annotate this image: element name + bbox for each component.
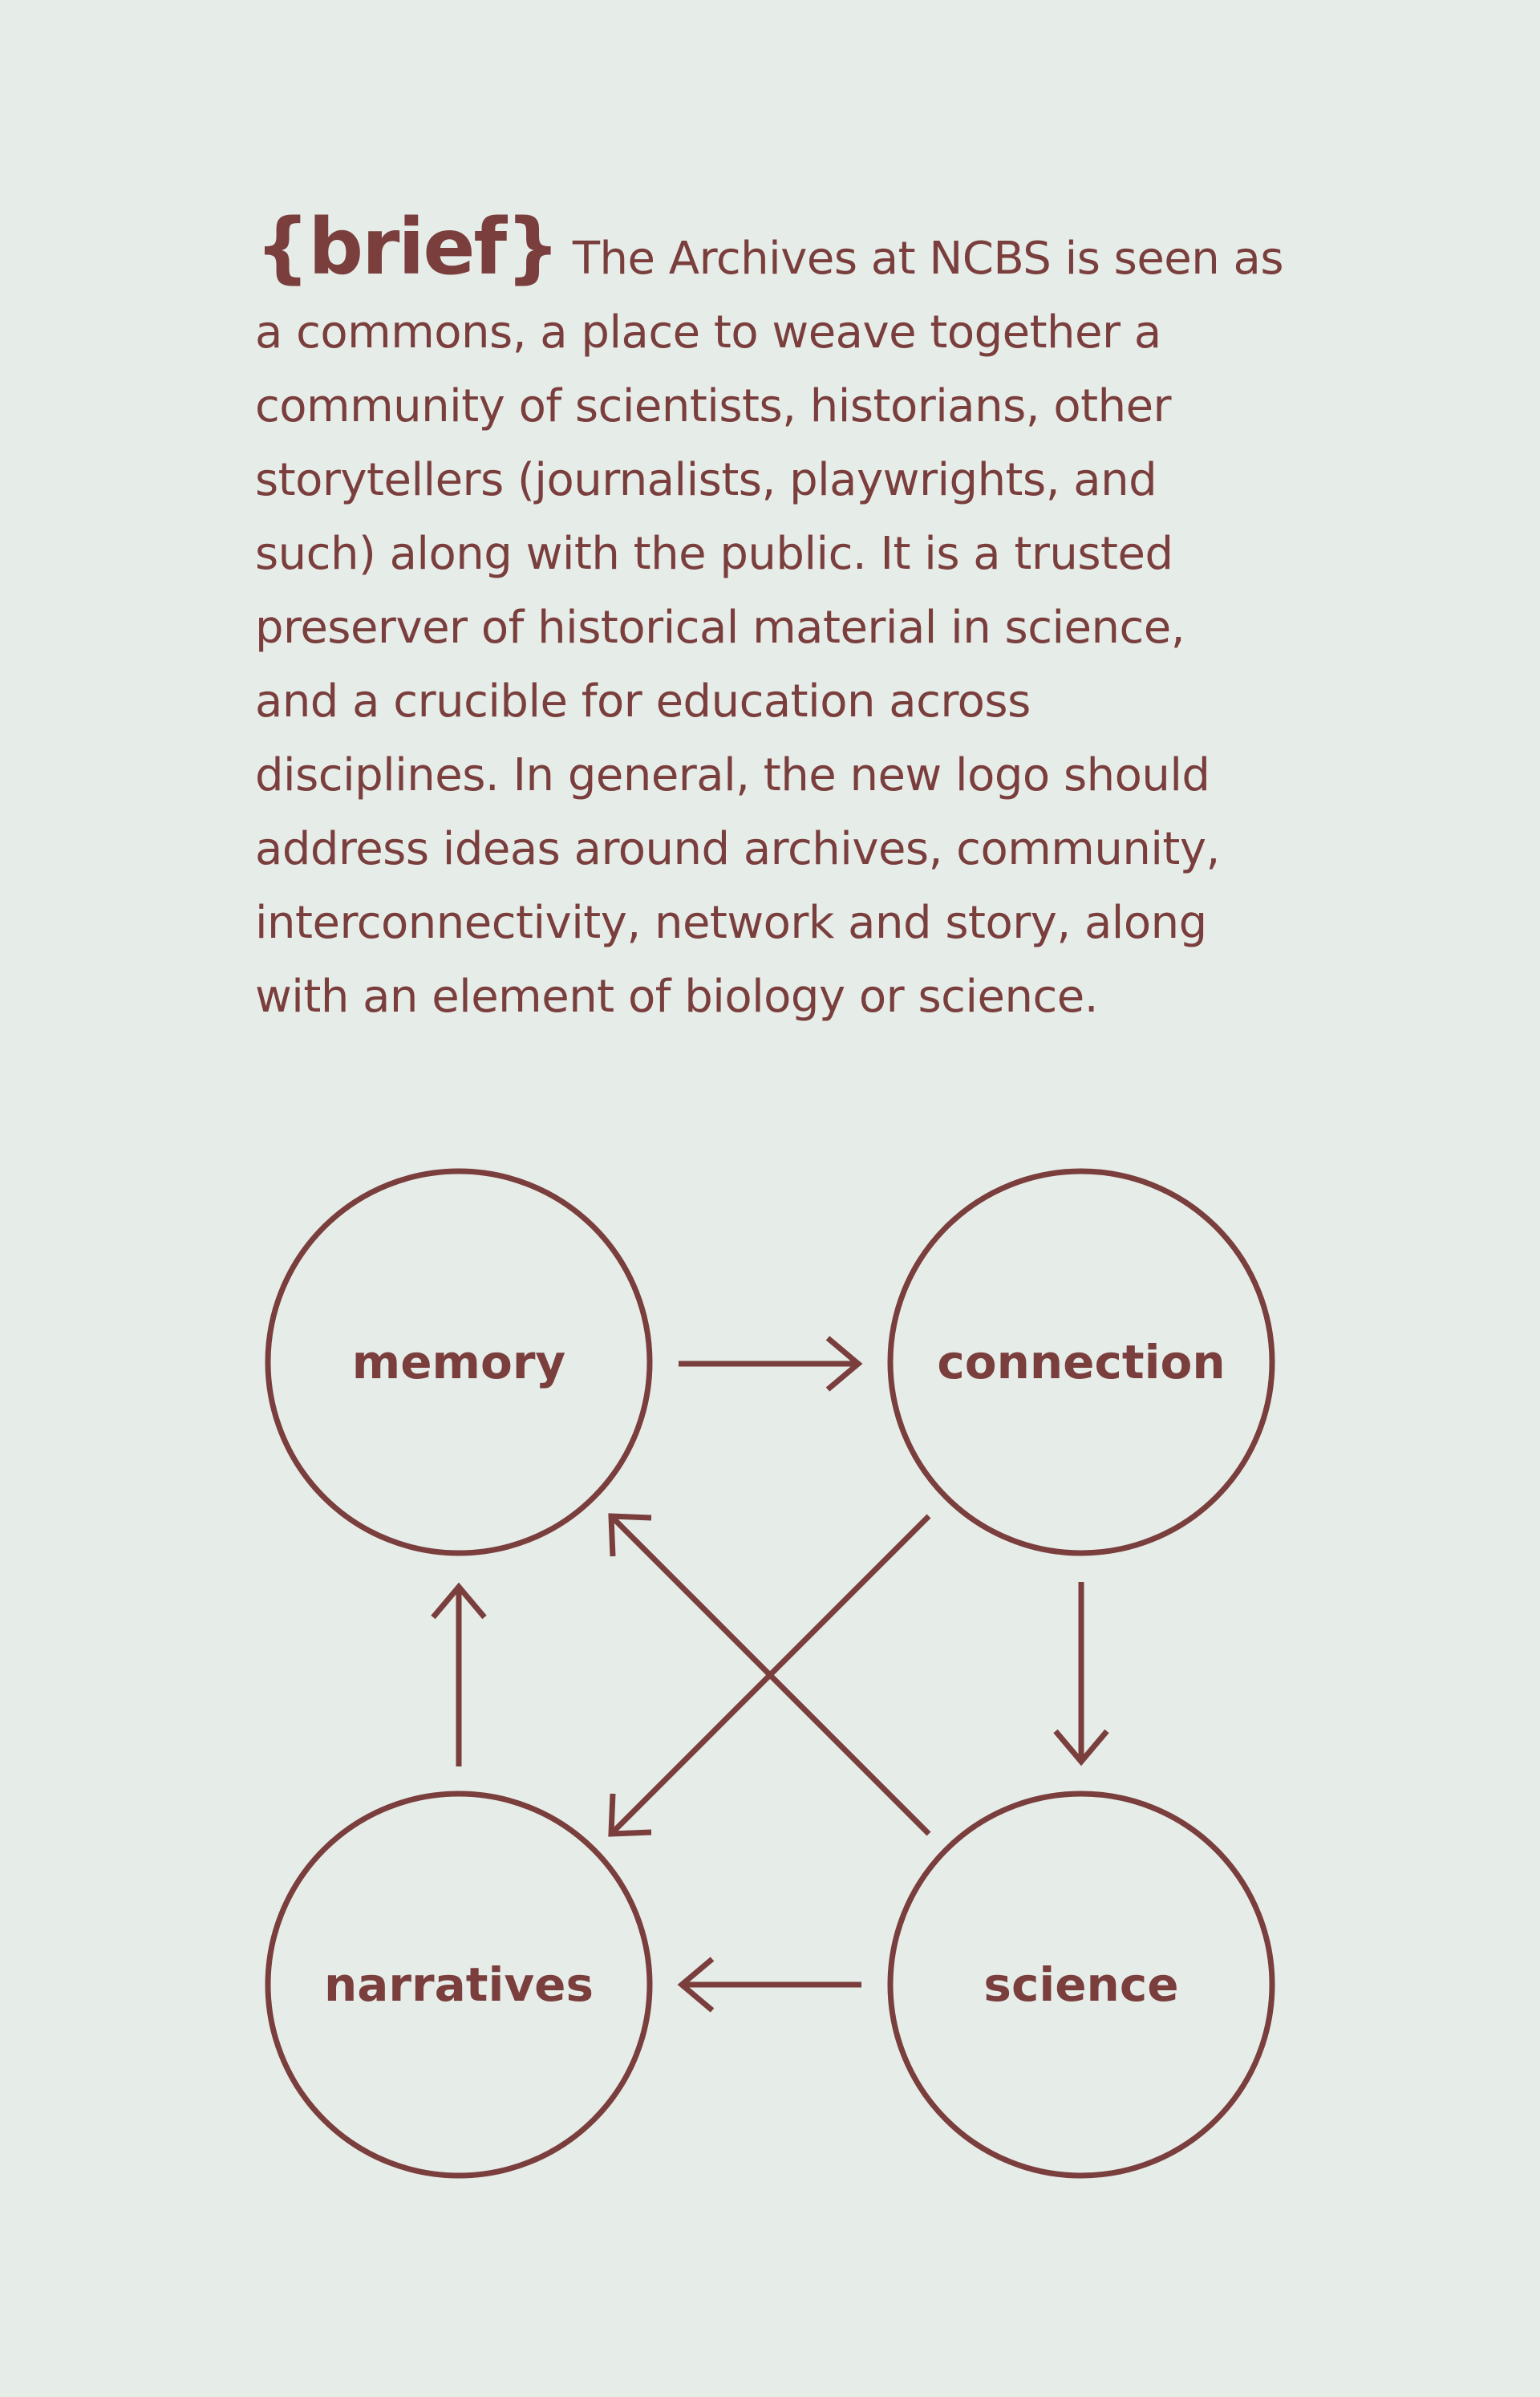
brief-text-line: a commons, a place to weave together a: [255, 306, 1161, 359]
brief-text-line: address ideas around archives, community…: [255, 823, 1220, 875]
arrow-science-to-memory: [608, 1513, 931, 1836]
memory-node-circle: [265, 1168, 653, 1556]
arrow-narratives-to-memory: [431, 1582, 487, 1766]
brief-tag: {brief}: [255, 202, 561, 292]
brief-paragraph: {brief} The Archives at NCBS is seen as …: [255, 209, 1298, 1034]
science-node-circle: [887, 1791, 1275, 2179]
brief-text-line: interconnectivity, network and story, al…: [255, 897, 1207, 949]
narratives-node-circle: [265, 1791, 653, 2179]
arrow-memory-to-connection: [679, 1336, 863, 1392]
brief-text-line: such) along with the public. It is a tru…: [255, 528, 1173, 580]
brief-text-line: disciplines. In general, the new logo sh…: [255, 749, 1210, 801]
connection-node-label: connection: [937, 1335, 1225, 1389]
brief-text-line: The Archives at NCBS is seen as: [558, 233, 1284, 285]
memory-node-label: memory: [352, 1335, 565, 1389]
connection-node-circle: [887, 1168, 1275, 1556]
brief-text-line: with an element of biology or science.: [255, 971, 1099, 1023]
brief-line-1: {brief} The Archives at NCBS is seen as: [255, 209, 1298, 296]
arrow-science-to-narratives: [677, 1957, 861, 2013]
brief-text-line: preserver of historical material in scie…: [255, 602, 1185, 654]
brief-text-line: and a crucible for education across: [255, 675, 1031, 728]
narratives-node-label: narratives: [324, 1957, 594, 2012]
brief-text-line: community of scientists, historians, oth…: [255, 380, 1172, 432]
science-node-label: science: [983, 1957, 1178, 2012]
arrow-connection-to-science: [1053, 1582, 1109, 1766]
brief-text-line: storytellers (journalists, playwrights, …: [255, 454, 1157, 506]
